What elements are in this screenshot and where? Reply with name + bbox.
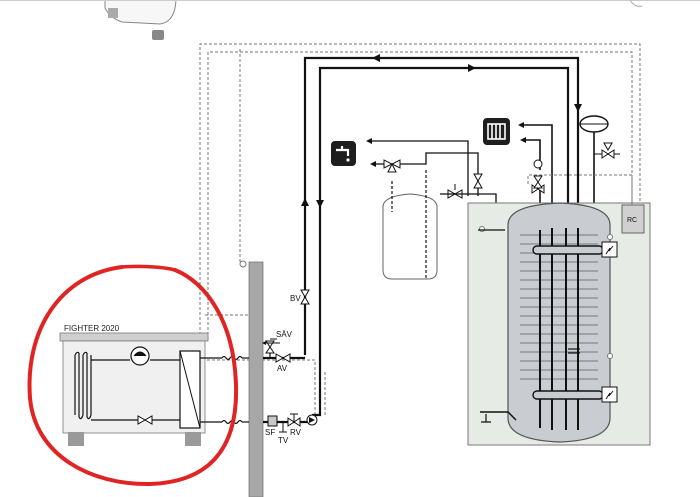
bv-valve: BV xyxy=(290,289,310,305)
rc-box xyxy=(621,204,645,234)
evaporator-coil xyxy=(74,351,92,420)
bv-label: BV xyxy=(290,294,301,303)
tank-top-cables xyxy=(527,174,633,205)
fighter-2020-unit: FIGHTER 2020 xyxy=(59,324,222,446)
rc-label: RC xyxy=(627,217,637,224)
sf-filter xyxy=(267,415,278,427)
hot-water-lines xyxy=(368,140,479,196)
annotation-circle xyxy=(27,265,239,487)
top-right-fragment xyxy=(629,0,643,7)
wall xyxy=(248,261,264,497)
water-heater-tank xyxy=(382,170,438,280)
outdoor-sensor xyxy=(239,260,247,268)
tv-label: TV xyxy=(278,436,289,445)
sf-label: SF xyxy=(265,428,275,437)
refrigerant-circuit xyxy=(91,357,222,423)
return-line-fittings: SF RV TV xyxy=(265,413,318,445)
unit-top xyxy=(59,332,209,342)
tap-icon-badge xyxy=(331,141,356,166)
heating-valves xyxy=(531,175,545,194)
expansion-valve xyxy=(137,415,147,425)
internal-coil xyxy=(520,234,598,380)
unit-foot-left xyxy=(68,432,84,446)
mixing-valve xyxy=(383,159,401,173)
immersion-heater-top xyxy=(532,241,618,258)
safety-valve: SÄV xyxy=(262,330,293,358)
av-label: AV xyxy=(277,364,288,373)
expansion-vessel xyxy=(579,115,620,204)
av-valve: AV xyxy=(275,353,291,373)
top-appliance-fragment xyxy=(104,0,177,40)
unit-foot-right xyxy=(185,432,201,446)
accumulator-tank: RC xyxy=(467,202,651,446)
radiator-icon-badge xyxy=(483,118,510,145)
flow-arrows xyxy=(301,54,582,208)
sav-label: SÄV xyxy=(276,330,293,339)
gauge-icon xyxy=(533,159,543,169)
drain-valve xyxy=(481,414,491,423)
unit-title: FIGHTER 2020 xyxy=(64,324,120,333)
rv-label: RV xyxy=(290,428,302,437)
immersion-heater-bottom xyxy=(532,386,618,403)
